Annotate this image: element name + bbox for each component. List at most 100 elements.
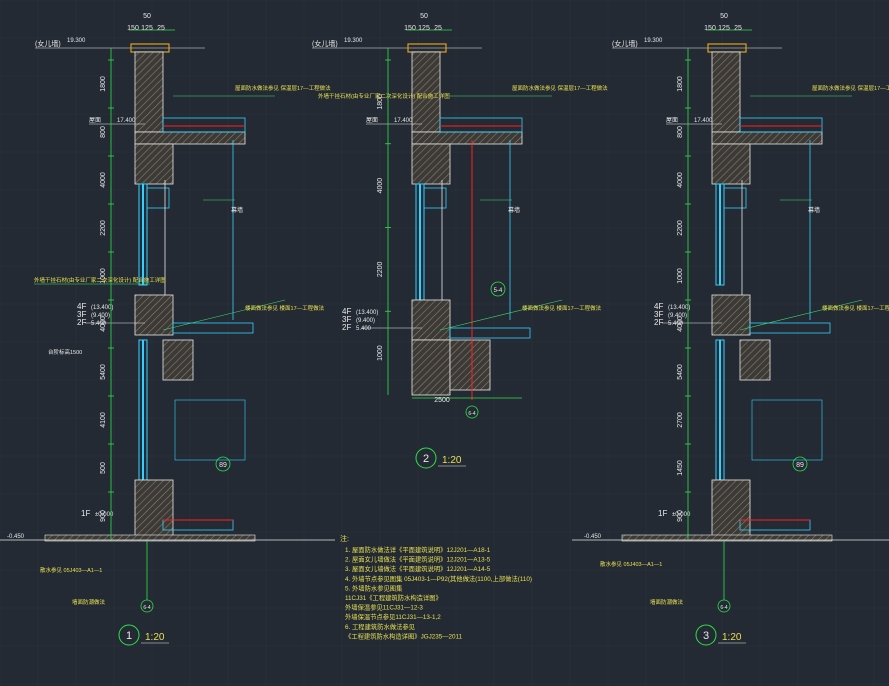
top-dim-text: 125 — [718, 25, 730, 32]
vert-dim-text: 5400 — [100, 364, 107, 380]
parapet-label: (女儿墙) — [312, 39, 338, 48]
axis-circle — [140, 599, 154, 613]
roof-note: 屋面防水做法参见 保温层17—工程做法 — [512, 84, 608, 92]
floor-label: 2F — [342, 323, 351, 332]
floor-note: 楼面做法参见 楼面17—工程做法 — [522, 304, 602, 312]
leader-floor — [739, 299, 863, 331]
elev-1500: 台阶标高1500 — [48, 348, 82, 356]
ground-label: 1F — [658, 509, 667, 518]
vert-dim-text: 4000 — [377, 178, 384, 194]
ground-floor — [739, 519, 811, 531]
floor-label: 4F — [654, 302, 663, 311]
roof-elev: 17.400 — [117, 118, 136, 124]
vert-dim-text: 4000 — [677, 172, 684, 188]
top-dim-text: 150 — [127, 25, 139, 32]
detail-mark-circle — [215, 456, 231, 472]
detail-mark-circle — [490, 281, 506, 297]
floor-elev: 5.400 — [91, 321, 107, 327]
section-number: 2 — [423, 453, 429, 465]
note-line: 4. 外墙节点参见图集 05J403-1—P92(其他做法(1100,上部做法(… — [345, 574, 532, 583]
floor-elev: (9.400) — [668, 313, 687, 319]
vert-dim-text: 2700 — [677, 412, 684, 428]
floor-label: 3F — [342, 315, 351, 324]
note-line: 外墙保温参见11CJ31—12-3 — [345, 603, 423, 612]
vert-dim-text: 1000 — [677, 268, 684, 284]
lower-room — [751, 399, 823, 461]
floor-label: 4F — [77, 302, 86, 311]
upper-wall — [711, 51, 741, 133]
vert-dim-text: 1800 — [677, 76, 684, 92]
note-line: 3. 屋面女儿墙做法《平面建筑说明》12J201—A14-5 — [345, 564, 491, 573]
axis-circle — [465, 405, 479, 419]
roof-tag: 屋面 — [666, 117, 678, 124]
upper-wall — [411, 51, 441, 133]
section-scale: 1:20 — [145, 632, 165, 643]
floor-slab — [449, 327, 531, 339]
outdoor-elev: -0.450 — [7, 534, 25, 540]
vert-dim-text: 2200 — [100, 220, 107, 236]
floor-label: 2F — [654, 318, 663, 327]
section-bubble — [415, 447, 437, 469]
top-dim-text: 25 — [434, 25, 442, 32]
floor-beam — [711, 294, 751, 336]
ground-floor — [162, 519, 234, 531]
detail-mark: 89 — [796, 462, 804, 469]
vert-dim-text: 900 — [677, 510, 684, 522]
detail-mark: 5-4 — [494, 288, 503, 294]
wall-note: 墙面防潮做法 — [72, 598, 106, 606]
roof-insulation — [739, 117, 823, 133]
top-dim-text: 150 — [704, 25, 716, 32]
roof-beam — [711, 143, 751, 185]
floor-elev: (13.400) — [356, 310, 378, 316]
wall-note-3: 墙面防潮做法 — [650, 598, 684, 606]
floor-label: 4F — [342, 307, 351, 316]
floor-slab — [749, 322, 831, 334]
vert-dim-text: 2200 — [677, 220, 684, 236]
floor-beam — [411, 299, 451, 341]
note-line: 11CJ31《工程建筑防水构造详图》 — [345, 593, 442, 602]
note-line: 外墙保温节点参见11CJ31—13-1,2 — [345, 612, 441, 621]
vert-dim-text: 1800 — [377, 94, 384, 110]
parapet-elev: 19.300 — [344, 38, 363, 44]
lower-beam — [162, 339, 194, 381]
vert-dim-text: 4000 — [100, 316, 107, 332]
floor-elev: 5.400 — [668, 321, 684, 327]
roof-slab — [134, 131, 246, 145]
section-number: 1 — [126, 630, 132, 642]
floor-label: 2F — [77, 318, 86, 327]
top-dim-text: 125 — [418, 25, 430, 32]
window-frame — [146, 187, 170, 209]
note-line: 《工程建筑防水构造详图》JGJ235—2011 — [345, 631, 463, 640]
section-number: 3 — [703, 630, 709, 642]
ground-slab — [621, 534, 833, 542]
axis-label: 6-4 — [468, 411, 475, 417]
section-scale: 1:20 — [722, 632, 742, 643]
top-dim-text: 50 — [143, 13, 151, 20]
glass-label: 幕墙 — [808, 206, 820, 214]
floor-beam — [134, 294, 174, 336]
parapet-label: (女儿墙) — [612, 39, 638, 48]
window-frame — [423, 187, 447, 209]
top-dim-text: 50 — [420, 13, 428, 20]
floor-elev: (9.400) — [91, 313, 110, 319]
note-line: 2. 屋面女儿墙做法《平面建筑说明》12J201—A13-5 — [345, 555, 491, 564]
floor-slab — [172, 322, 254, 334]
window-frame — [723, 187, 747, 209]
window-note: 外墙干挂石材(由专业厂家二次深化设计) 配合施工详图 — [34, 276, 166, 284]
vert-dim-text: 1450 — [677, 460, 684, 476]
roof-slab — [411, 131, 523, 145]
roof-tag: 屋面 — [89, 117, 101, 124]
vert-dim-text: 500 — [100, 462, 107, 474]
leader-floor — [439, 299, 563, 331]
floor-elev: (13.400) — [91, 305, 113, 311]
floor-label: 3F — [654, 310, 663, 319]
roof-tag: 屋面 — [366, 117, 378, 124]
ground-slab — [44, 534, 256, 542]
vert-dim-text: 5400 — [677, 364, 684, 380]
vert-dim-text: 1000 — [100, 268, 107, 284]
top-dim-text: 125 — [141, 25, 153, 32]
lower-wall — [411, 339, 451, 396]
